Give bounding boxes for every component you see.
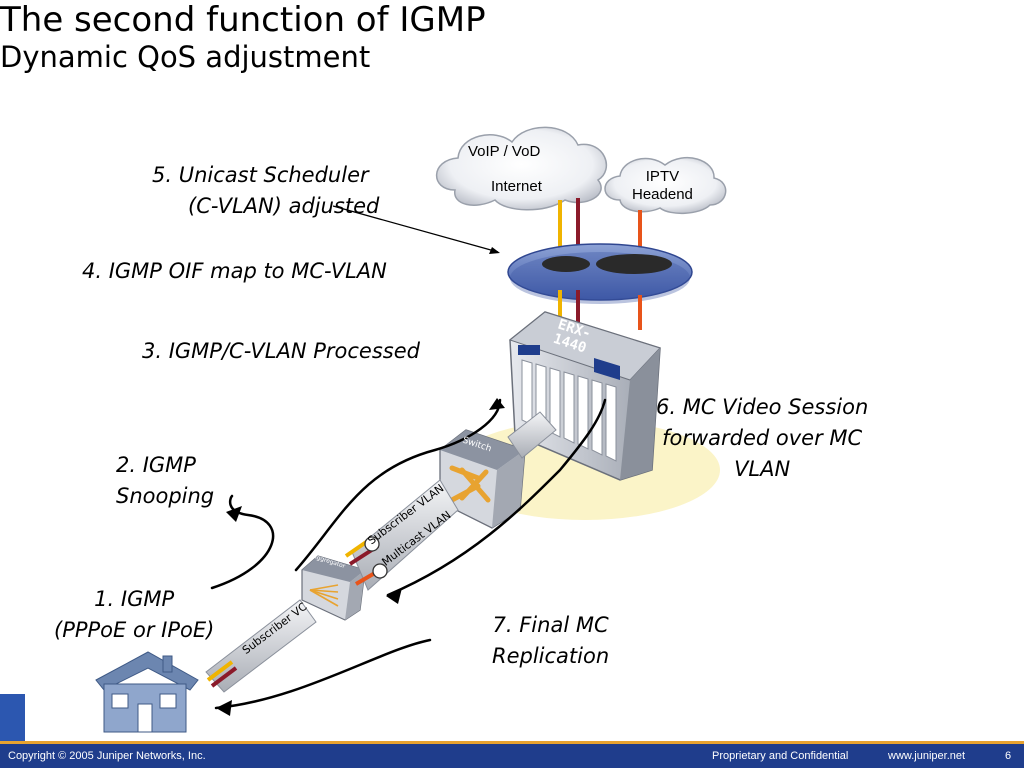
step-6-line3: VLAN	[734, 457, 791, 481]
switch-device	[439, 429, 526, 529]
iptv-label-line1: IPTV	[645, 168, 680, 185]
flow-arrows	[210, 398, 607, 710]
step-1-text: 1. IGMP (PPPoE or IPoE)	[54, 584, 214, 646]
step-7-line2: Replication	[492, 644, 610, 668]
iptv-cloud	[604, 156, 727, 214]
tube-switch-router	[507, 411, 557, 459]
step-1-line1: 1. IGMP	[94, 587, 175, 611]
step-5-line1: 5. Unicast Scheduler	[152, 163, 369, 187]
voip-label: VoIP / VoD	[468, 143, 541, 160]
step-5-line2: (C-VLAN) adjusted	[188, 194, 380, 218]
footer-page-number: 6	[1005, 750, 1012, 762]
footer-copyright: Copyright © 2005 Juniper Networks, Inc.	[8, 750, 206, 762]
iptv-label: IPTV Headend	[632, 168, 693, 204]
arrow-head-2	[489, 398, 505, 410]
tube-aggregator-switch	[351, 479, 459, 591]
slide-subtitle: Dynamic QoS adjustment	[0, 40, 371, 74]
step-2-line2: Snooping	[116, 484, 215, 508]
step-3-text: 3. IGMP/C-VLAN Processed	[142, 336, 420, 367]
internet-label: Internet	[491, 178, 542, 195]
arrow-head-1	[226, 506, 242, 522]
arrow-head-4	[386, 588, 402, 604]
core-ring	[507, 243, 693, 304]
footer-stripe	[0, 741, 1024, 745]
step-7-line1: 7. Final MC	[492, 613, 609, 637]
footer-proprietary: Proprietary and Confidential	[712, 750, 849, 762]
voip-cloud	[435, 126, 608, 211]
step-6-line2: forwarded over MC	[662, 426, 863, 450]
step-2-text: 2. IGMP Snooping	[116, 450, 214, 512]
step-5-text: 5. Unicast Scheduler (C-VLAN) adjusted	[152, 160, 379, 222]
step-7-text: 7. Final MC Replication	[492, 610, 609, 672]
erx-router	[508, 311, 661, 481]
step-3-line1: 3. IGMP/C-VLAN Processed	[142, 339, 420, 363]
step-1-line2: (PPPoE or IPoE)	[54, 618, 215, 642]
step-2-line1: 2. IGMP	[116, 453, 196, 477]
step5-pointer	[332, 205, 499, 253]
footer-bar	[0, 744, 1024, 768]
step-4-text: 4. IGMP OIF map to MC-VLAN	[82, 256, 387, 287]
aggregator-device	[301, 555, 366, 621]
arrow-head-3	[216, 700, 232, 716]
iptv-label-line2: Headend	[632, 186, 693, 203]
slide-title: The second function of IGMP	[0, 0, 486, 40]
step-6-text: 6. MC Video Session forwarded over MC VL…	[656, 392, 868, 485]
footer-website: www.juniper.net	[888, 750, 966, 762]
home-icon	[95, 651, 199, 733]
footer-swoosh	[0, 694, 25, 744]
step-4-line1: 4. IGMP OIF map to MC-VLAN	[82, 259, 387, 283]
step-6-line1: 6. MC Video Session	[656, 395, 869, 419]
